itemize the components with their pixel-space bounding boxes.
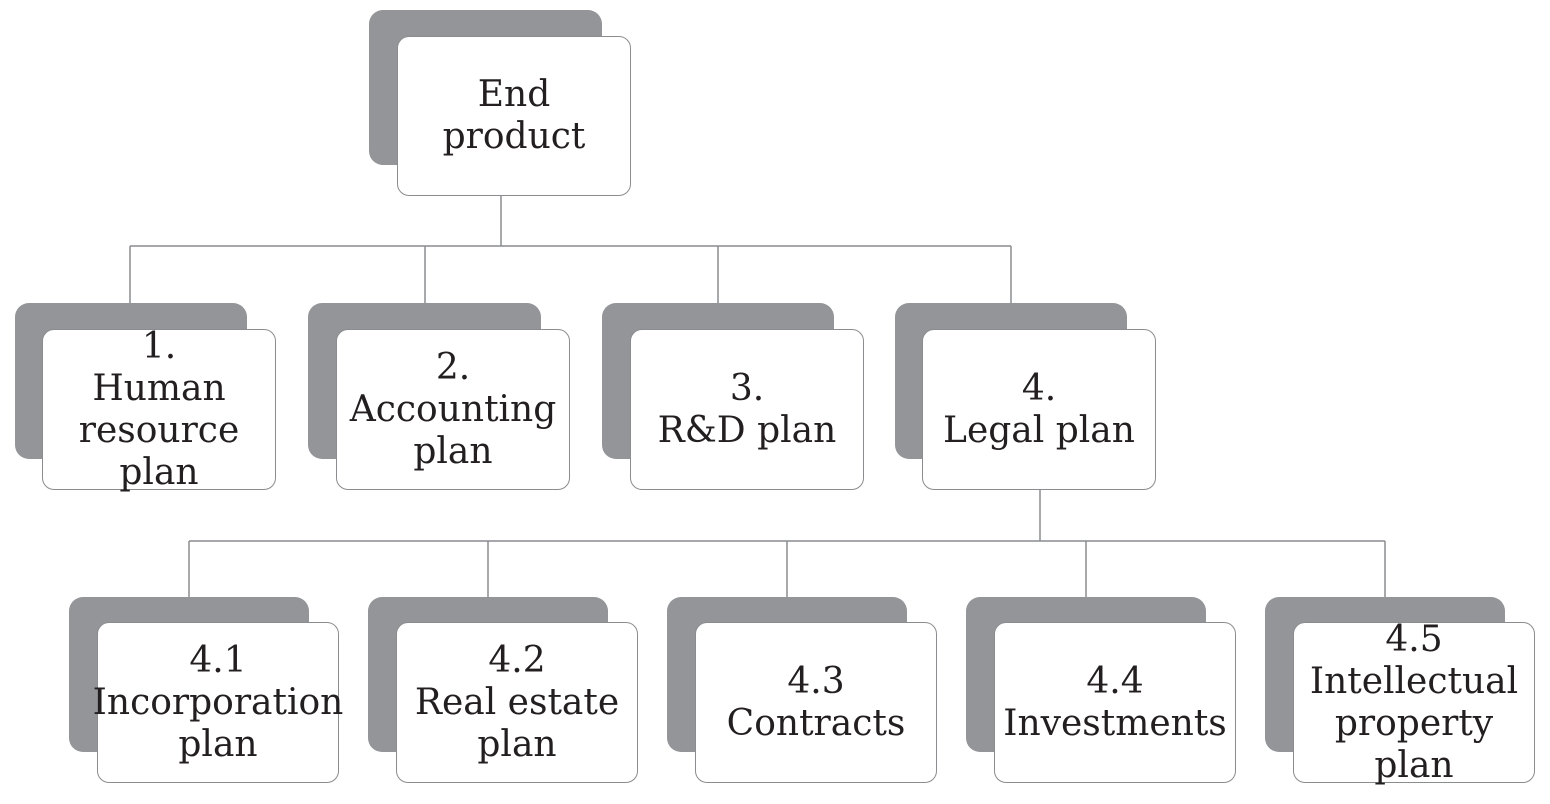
node-4-1-label: 4.1 Incorporation plan — [92, 639, 344, 765]
root-node: End product — [397, 36, 631, 196]
node-3-rd-plan: 3. R&D plan — [630, 329, 864, 490]
node-4-5-intellectual-property-plan: 4.5 Intellectual property plan — [1293, 619, 1535, 786]
node-4-legal-plan: 4. Legal plan — [922, 329, 1156, 490]
node-2-accounting-plan: 2. Accounting plan — [336, 329, 570, 490]
node-2-label: 2. Accounting plan — [349, 346, 557, 472]
node-4-3-contracts: 4.3 Contracts — [695, 622, 937, 783]
node-3-label: 3. R&D plan — [657, 367, 837, 451]
node-4-4-label: 4.4 Investments — [1003, 660, 1227, 744]
node-4-3-label: 4.3 Contracts — [726, 660, 906, 744]
node-4-2-label: 4.2 Real estate plan — [414, 639, 620, 765]
node-4-label: 4. Legal plan — [943, 367, 1135, 451]
node-1-label: 1. Human resource plan — [78, 325, 240, 493]
node-4-5-label: 4.5 Intellectual property plan — [1309, 618, 1519, 786]
node-4-1-incorporation-plan: 4.1 Incorporation plan — [93, 622, 343, 783]
node-1-human-resource-plan: 1. Human resource plan — [42, 326, 276, 493]
node-4-4-investments: 4.4 Investments — [994, 622, 1236, 783]
root-node-label: End product — [442, 74, 586, 157]
node-4-2-real-estate-plan: 4.2 Real estate plan — [396, 622, 638, 783]
